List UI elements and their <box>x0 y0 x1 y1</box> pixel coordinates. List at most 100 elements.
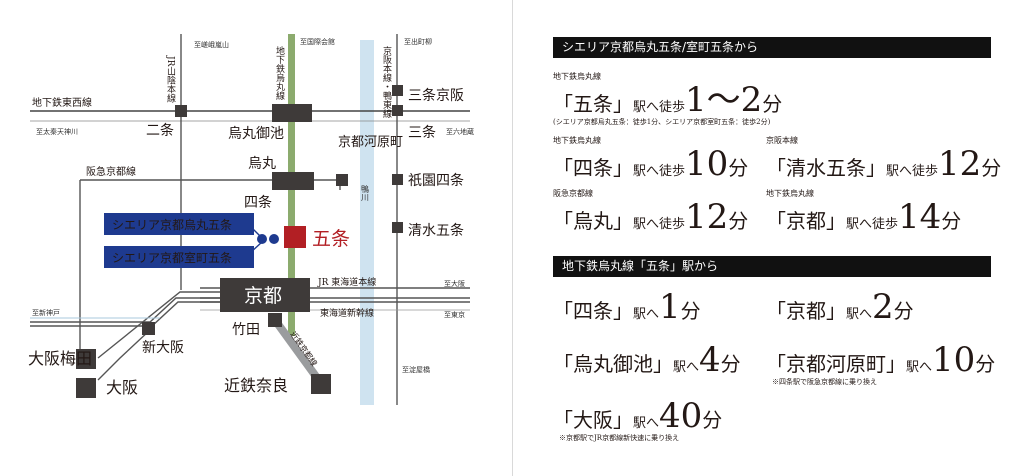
s2-item-time: 40 <box>659 396 703 436</box>
dir-shin-kobe: 至新神戸 <box>32 308 60 317</box>
station-box-nijo <box>175 105 187 117</box>
shinkansen-west-2 <box>30 301 220 327</box>
s2-item-kawaramachi: 「京都河原町」 駅へ 10 分 ※四条駅で阪急京都線に乗り換え <box>766 342 995 387</box>
s1-item-unit: 分 <box>728 209 749 233</box>
s1-item-suffix: 駅へ徒歩 <box>633 217 686 232</box>
station-gojo: 五条 <box>312 228 350 250</box>
station-box-gion-shijo <box>392 174 403 185</box>
station-box-kyoto <box>220 278 310 312</box>
station-gion-shijo: 祇園四条 <box>408 172 464 189</box>
s1-item-line: 地下鉄烏丸線 <box>553 136 601 145</box>
s2-item-karasuma-oike: 「烏丸御池」 駅へ 4 分 <box>553 342 741 378</box>
s2-item-suffix: 駅へ <box>906 360 933 375</box>
label-karasuma-line: 地下鉄烏丸線 <box>274 45 285 100</box>
station-takeda: 竹田 <box>232 322 260 338</box>
s1-item-unit: 分 <box>981 156 1002 180</box>
s2-item-station: 「四条」 <box>553 299 633 323</box>
property-a-label: シエリア京都烏丸五条 <box>112 218 232 232</box>
s2-item-time: 2 <box>872 287 894 327</box>
station-karasuma: 烏丸 <box>248 155 276 172</box>
s1-item-unit: 分 <box>941 209 962 233</box>
s2-item-suffix: 駅へ <box>846 307 873 322</box>
route-map: 至嵯峨嵐山 至国際会館 至出町柳 至太秦天神川 至六地蔵 至大阪 至東京 至新神… <box>28 34 474 405</box>
s1-item-gojo: 地下鉄烏丸線 「五条」 駅へ徒歩 1〜2 分 (シエリア京都烏丸五条：徒歩1分、… <box>553 72 782 127</box>
label-jr-sanin: JR山陰本線 <box>165 55 176 102</box>
station-box-gojo <box>284 226 306 248</box>
dir-demachiyanagi: 至出町柳 <box>404 37 432 46</box>
station-sanjo-keihan: 三条京阪 <box>408 87 464 104</box>
s1-item-station: 「京都」 <box>766 209 846 233</box>
dir-yodoyabashi: 至淀屋橋 <box>402 365 430 374</box>
property-b-label: シエリア京都室町五条 <box>112 250 232 265</box>
s1-item-time: 1〜2 <box>685 80 763 120</box>
station-box-karasuma-oike <box>272 104 312 122</box>
label-jr-tokaido: JR 東海道本線 <box>317 276 376 288</box>
s1-item-time: 14 <box>898 197 942 237</box>
s2-item-note: ※四条駅で阪急京都線に乗り換え <box>772 378 877 386</box>
label-hankyu-line: 阪急京都線 <box>86 165 136 178</box>
s2-item-station: 「烏丸御池」 <box>553 352 673 376</box>
station-box-kawaramachi <box>336 174 348 186</box>
shinosaka-osaka-line <box>97 329 151 381</box>
property-b-dot <box>269 234 279 244</box>
station-box-osaka <box>76 378 96 398</box>
panel-divider <box>512 0 513 476</box>
dir-uzumasa: 至太秦天神川 <box>36 127 78 136</box>
station-sanjo: 三条 <box>408 124 436 141</box>
s2-item-shijo: 「四条」 駅へ 1 分 <box>553 289 701 325</box>
s1-item-station: 「烏丸」 <box>553 209 633 233</box>
s2-item-time: 10 <box>932 340 976 380</box>
s1-item-kiyomizu-gojo: 京阪本線 「清水五条」 駅へ徒歩 12 分 <box>766 136 1001 182</box>
station-box-shin-osaka <box>142 322 155 335</box>
kintetsu-line <box>271 317 324 385</box>
s2-item-station: 「大阪」 <box>553 408 633 432</box>
s1-item-karasuma: 阪急京都線 「烏丸」 駅へ徒歩 12 分 <box>553 189 748 235</box>
label-keihan-line: 京阪本線・鴨東線 <box>381 45 392 118</box>
s2-item-osaka: 「大阪」 駅へ 40 分 ※京都駅でJR京都線新快速に乗り換え <box>553 398 722 443</box>
s1-item-station: 「五条」 <box>553 92 633 116</box>
s1-item-station: 「四条」 <box>553 156 633 180</box>
s2-item-station: 「京都」 <box>766 299 846 323</box>
s2-item-suffix: 駅へ <box>633 416 660 431</box>
s2-item-note: ※京都駅でJR京都線新快速に乗り換え <box>559 434 680 442</box>
s1-item-time: 12 <box>685 197 729 237</box>
s2-item-kyoto: 「京都」 駅へ 2 分 <box>766 289 914 325</box>
property-a-dot <box>257 234 267 244</box>
s1-item-suffix: 駅へ徒歩 <box>633 164 686 179</box>
section2-header: 地下鉄烏丸線「五条」駅から <box>553 256 991 277</box>
property-a-label-box <box>104 213 254 235</box>
dir-tokyo: 至東京 <box>444 310 465 319</box>
shinkansen-west-1 <box>30 297 220 323</box>
s1-item-station: 「清水五条」 <box>766 156 886 180</box>
dir-osaka: 至大阪 <box>444 279 465 288</box>
s1-item-note: (シエリア京都烏丸五条：徒歩1分、シエリア京都室町五条：徒歩2分) <box>553 118 771 126</box>
station-box-shijo <box>272 172 314 190</box>
s2-item-suffix: 駅へ <box>673 360 700 375</box>
station-box-sanjo <box>392 105 403 116</box>
station-shin-osaka: 新大阪 <box>142 340 184 356</box>
station-kyoto: 京都 <box>244 285 282 307</box>
station-box-kiyomizu-gojo <box>392 222 403 233</box>
s1-item-line: 地下鉄烏丸線 <box>766 189 814 198</box>
station-nijo: 二条 <box>146 122 174 139</box>
s1-item-unit: 分 <box>728 156 749 180</box>
s2-item-unit: 分 <box>720 352 741 376</box>
station-kawaramachi-1: 京都河原町 <box>338 135 403 150</box>
s1-item-unit: 分 <box>762 92 783 116</box>
s1-item-line: 地下鉄烏丸線 <box>553 72 601 81</box>
kamo-river <box>360 40 374 405</box>
s1-item-suffix: 駅へ徒歩 <box>633 100 686 115</box>
s2-item-station: 「京都河原町」 <box>766 352 906 376</box>
station-box-kintetsu-nara <box>311 374 331 394</box>
s1-item-time: 12 <box>938 144 982 184</box>
s1-item-line: 阪急京都線 <box>553 189 593 198</box>
s1-item-time: 10 <box>685 144 729 184</box>
s1-item-suffix: 駅へ徒歩 <box>886 164 939 179</box>
s2-item-suffix: 駅へ <box>633 307 660 322</box>
station-osaka: 大阪 <box>106 378 138 397</box>
station-shijo: 四条 <box>244 194 272 211</box>
station-kintetsu-nara: 近鉄奈良 <box>224 376 288 395</box>
label-shinkansen: 東海道新幹線 <box>320 307 374 319</box>
s1-item-line: 京阪本線 <box>766 136 798 145</box>
s2-item-unit: 分 <box>680 299 701 323</box>
